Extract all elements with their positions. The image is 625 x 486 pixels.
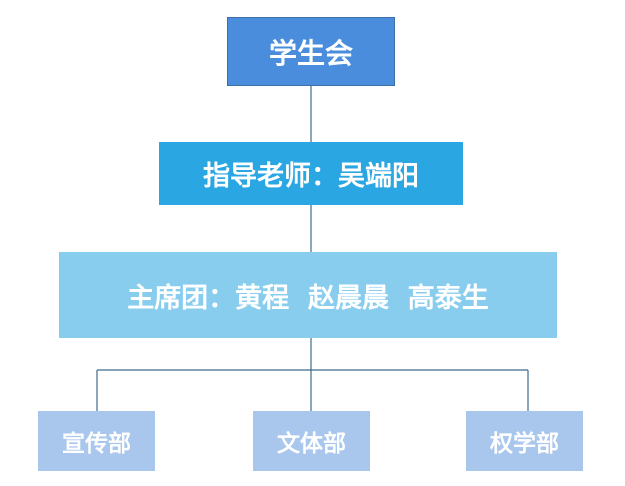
department-node-culture-sports: 文体部: [253, 411, 370, 471]
advisor-node: 指导老师：吴端阳: [159, 142, 463, 205]
root-node-label: 学生会: [268, 36, 353, 70]
presidium-node-label: 主席团：黄程 赵晨晨 高泰生: [127, 282, 489, 314]
root-node-student-union: 学生会: [227, 17, 395, 86]
department-node-rights: 权学部: [466, 411, 583, 471]
advisor-node-label: 指导老师：吴端阳: [203, 161, 419, 192]
department-label: 宣传部: [62, 431, 131, 457]
department-node-publicity: 宣传部: [38, 411, 155, 471]
presidium-node: 主席团：黄程 赵晨晨 高泰生: [59, 252, 557, 338]
department-label: 文体部: [277, 431, 346, 457]
department-label: 权学部: [490, 431, 559, 457]
